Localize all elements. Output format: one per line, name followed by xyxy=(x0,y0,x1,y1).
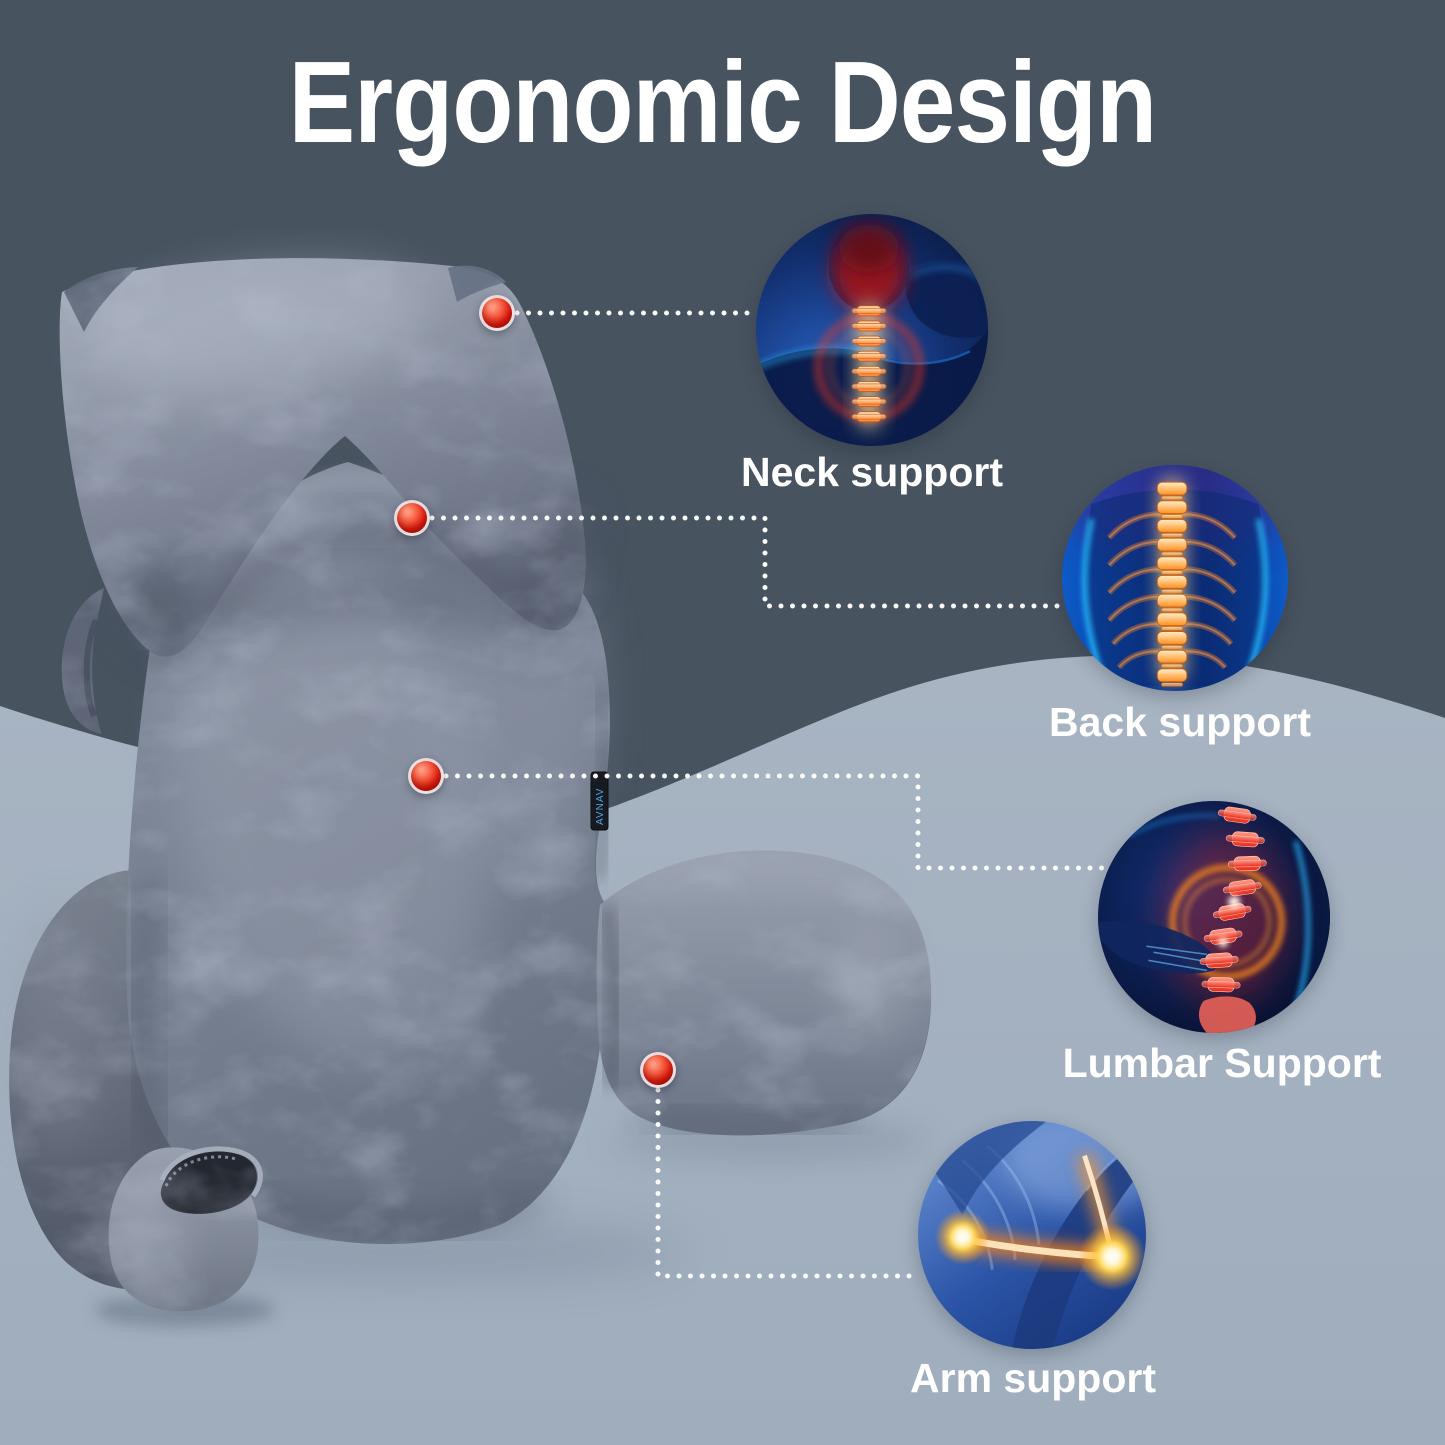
back-spine-xray-icon xyxy=(1062,465,1288,691)
neck-support-label: Neck support xyxy=(741,449,1003,495)
right-armrest xyxy=(596,850,932,1136)
page-title-text: Ergonomic Design xyxy=(288,37,1157,167)
lumbar-support-circle xyxy=(1098,801,1330,1033)
back-support-label: Back support xyxy=(1049,699,1311,745)
back-support-circle xyxy=(1062,465,1288,691)
neck-spine-xray-icon xyxy=(756,214,988,446)
leader-line-lumbar xyxy=(443,773,1108,871)
arm-support-circle xyxy=(918,1121,1146,1349)
leader-line-arm xyxy=(655,1087,923,1279)
leader-line-back xyxy=(429,515,1063,609)
lumbar-support-label: Lumbar Support xyxy=(1062,1040,1382,1086)
hotspot-dot-arm xyxy=(640,1052,676,1088)
brand-tag: AVNAV xyxy=(590,771,609,831)
side-strap xyxy=(61,588,104,734)
neck-pillow xyxy=(59,258,595,660)
hotspot-dot-back xyxy=(394,500,430,536)
hotspot-dot-lumbar xyxy=(408,758,444,794)
brand-tag-text: AVNAV xyxy=(595,788,606,825)
side-pocket xyxy=(108,1146,263,1312)
hotspot-dot-neck xyxy=(479,295,515,331)
page-title: Ergonomic Design xyxy=(0,37,1445,167)
arm-support-label: Arm support xyxy=(910,1355,1156,1401)
elbow-joint-xray-icon xyxy=(918,1121,1146,1349)
lumbar-spine-xray-icon xyxy=(1098,801,1330,1033)
pocket-opening xyxy=(160,1151,257,1214)
neck-support-circle xyxy=(756,214,988,446)
